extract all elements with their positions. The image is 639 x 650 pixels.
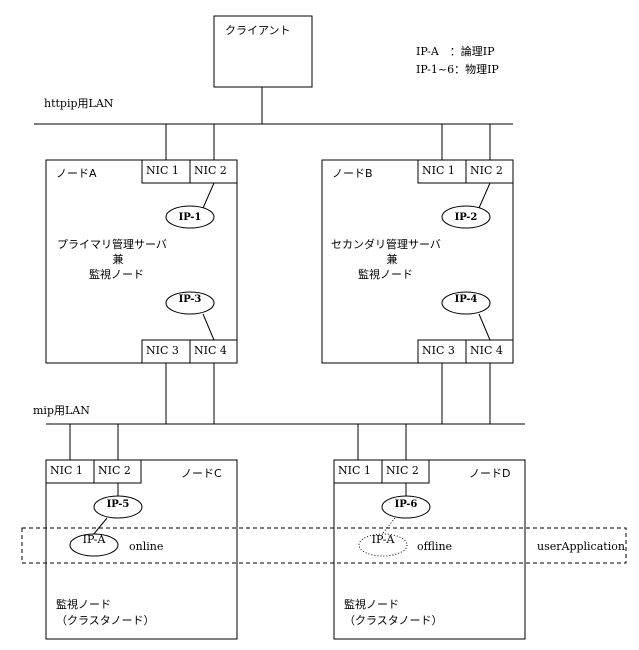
node-c-logical-ip: [69, 533, 119, 557]
node-b-nic3-label: NIC 3: [422, 344, 455, 357]
node-a-nic4-label: NIC 4: [194, 344, 227, 357]
node-c-role-line1: 監視ノード: [56, 597, 111, 611]
node-d-title: ノードD: [469, 467, 510, 480]
node-d-state: offline: [417, 540, 452, 553]
node-d-logical-ip: [358, 533, 408, 557]
http-lan-label: httpip用LAN: [44, 97, 114, 110]
node-a-role-line3: 監視ノード: [89, 267, 144, 281]
client-label: クライアント: [225, 24, 291, 37]
node-d: NIC 1 NIC 2 ノードD IP-6 IP-A offline 監視ノード…: [333, 459, 526, 640]
node-b-ip2-label: IP-2: [455, 212, 478, 223]
node-a-nic2-label: NIC 2: [194, 164, 227, 177]
user-application-label: userApplication: [537, 540, 625, 553]
node-c: NIC 1 NIC 2 ノードC IP-5 IP-A online 監視ノード …: [45, 459, 238, 640]
node-a: ノードA NIC 1 NIC 2 IP-1 プライマリ管理サーバ 兼 監視ノード…: [45, 159, 238, 364]
node-c-ip5-label: IP-5: [107, 499, 130, 510]
node-a-ip1-link: [202, 182, 215, 209]
node-a-nic1-label: NIC 1: [146, 164, 179, 177]
node-b-ip2: [441, 205, 491, 229]
node-b-ip2-link: [478, 182, 491, 209]
mip-lan-label: mip用LAN: [33, 404, 90, 417]
node-a-ip1-label: IP-1: [179, 212, 202, 223]
user-application-region: [21, 527, 627, 564]
node-a-role-line1: プライマリ管理サーバ: [57, 237, 167, 251]
node-b-role-line3: 監視ノード: [358, 267, 413, 281]
node-b-ip4-link: [478, 313, 491, 341]
node-a-role-line2: 兼: [113, 253, 124, 266]
node-d-ipa-link: [382, 517, 396, 534]
node-a-ip3-label: IP-3: [179, 294, 202, 305]
node-d-nic2-label: NIC 2: [386, 464, 419, 477]
client-box: [213, 15, 313, 88]
node-c-ip5: [93, 495, 143, 519]
node-b-ip4: [441, 291, 491, 315]
node-c-role-line2: （クラスタノード）: [56, 614, 154, 627]
node-d-ip6-label: IP-6: [395, 499, 418, 510]
node-b-box: [321, 159, 514, 364]
node-c-nic1-label: NIC 1: [50, 464, 83, 477]
node-b-nic4-label: NIC 4: [470, 344, 503, 357]
node-b-title: ノードB: [332, 167, 373, 180]
node-a-ip1: [165, 205, 215, 229]
node-b-ip4-label: IP-4: [455, 294, 478, 305]
node-a-nic3-label: NIC 3: [146, 344, 179, 357]
node-d-role-line1: 監視ノード: [344, 597, 399, 611]
legend-physical-ip: IP-1~6：物理IP: [416, 62, 499, 76]
node-b-nic1-label: NIC 1: [422, 164, 455, 177]
node-b: ノードB NIC 1 NIC 2 IP-2 セカンダリ管理サーバ 兼 監視ノード…: [321, 159, 514, 364]
node-c-state: online: [129, 540, 163, 553]
node-a-ip3-link: [202, 313, 215, 341]
node-a-title: ノードA: [56, 167, 97, 180]
node-b-role-line2: 兼: [387, 253, 398, 266]
node-c-nic2-label: NIC 2: [98, 464, 131, 477]
node-a-ip3: [165, 291, 215, 315]
node-c-logical-ip-label: IP-A: [83, 533, 107, 546]
node-c-ipa-link: [92, 517, 108, 536]
node-d-logical-ip-label: IP-A: [372, 533, 396, 546]
node-d-role-line2: （クラスタノード）: [344, 614, 442, 627]
node-b-role-line1: セカンダリ管理サーバ: [331, 237, 441, 251]
node-d-ip6: [381, 495, 431, 519]
node-a-box: [45, 159, 238, 364]
node-d-nic1-label: NIC 1: [338, 464, 371, 477]
legend-logical-ip: IP-A ：論理IP: [416, 44, 495, 58]
node-c-title: ノードC: [181, 467, 222, 480]
node-b-nic2-label: NIC 2: [470, 164, 503, 177]
